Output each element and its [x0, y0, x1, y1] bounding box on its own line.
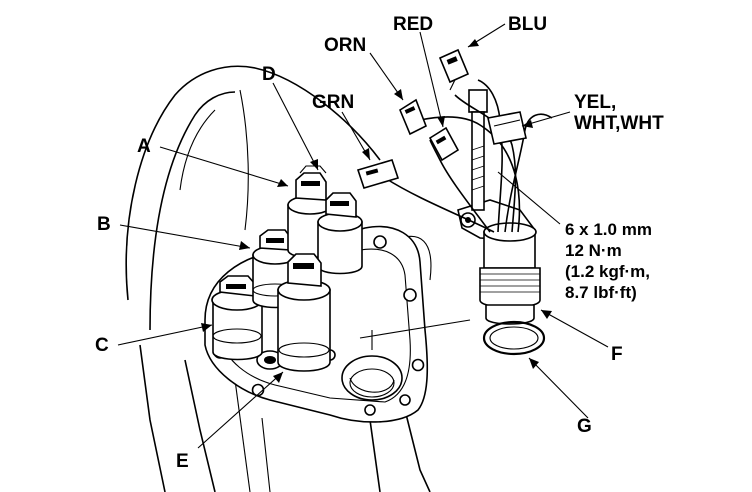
solenoid-valve-d [317, 192, 363, 275]
wire-connector-orn [399, 98, 428, 136]
o-ring-icon [482, 320, 546, 356]
torque-spec-line2: 12 N·m [565, 241, 622, 260]
bolt-icon [468, 89, 488, 211]
wire-label-grn: GRN [312, 92, 354, 113]
wire-label-yel: YEL, [574, 92, 616, 113]
wire-connector-blu [438, 48, 470, 84]
callout-e: E [176, 451, 189, 472]
callout-c: C [95, 335, 109, 356]
callout-d: D [262, 64, 276, 85]
wire-label-wht: WHT,WHT [574, 113, 664, 134]
leader-lines [117, 23, 609, 449]
wire-connector-red [428, 126, 460, 162]
speed-sensor [457, 199, 541, 325]
callout-f: F [611, 344, 623, 365]
wire-label-orn: ORN [324, 35, 366, 56]
callout-a: A [137, 136, 151, 157]
wire-label-blu: BLU [508, 14, 547, 35]
solenoid-valve-c [211, 275, 263, 361]
wire-label-red: RED [393, 14, 433, 35]
wire-connector-grn [356, 159, 400, 189]
torque-spec-line3: (1.2 kgf·m, [565, 262, 650, 281]
callout-g: G [577, 416, 592, 437]
solenoid-valve-front [277, 253, 331, 372]
wire-connector-yel [487, 111, 527, 145]
callout-b: B [97, 214, 111, 235]
torque-spec-line1: 6 x 1.0 mm [565, 220, 652, 239]
solenoid-valve-b [252, 229, 299, 309]
torque-spec-line4: 8.7 lbf·ft) [565, 283, 637, 302]
